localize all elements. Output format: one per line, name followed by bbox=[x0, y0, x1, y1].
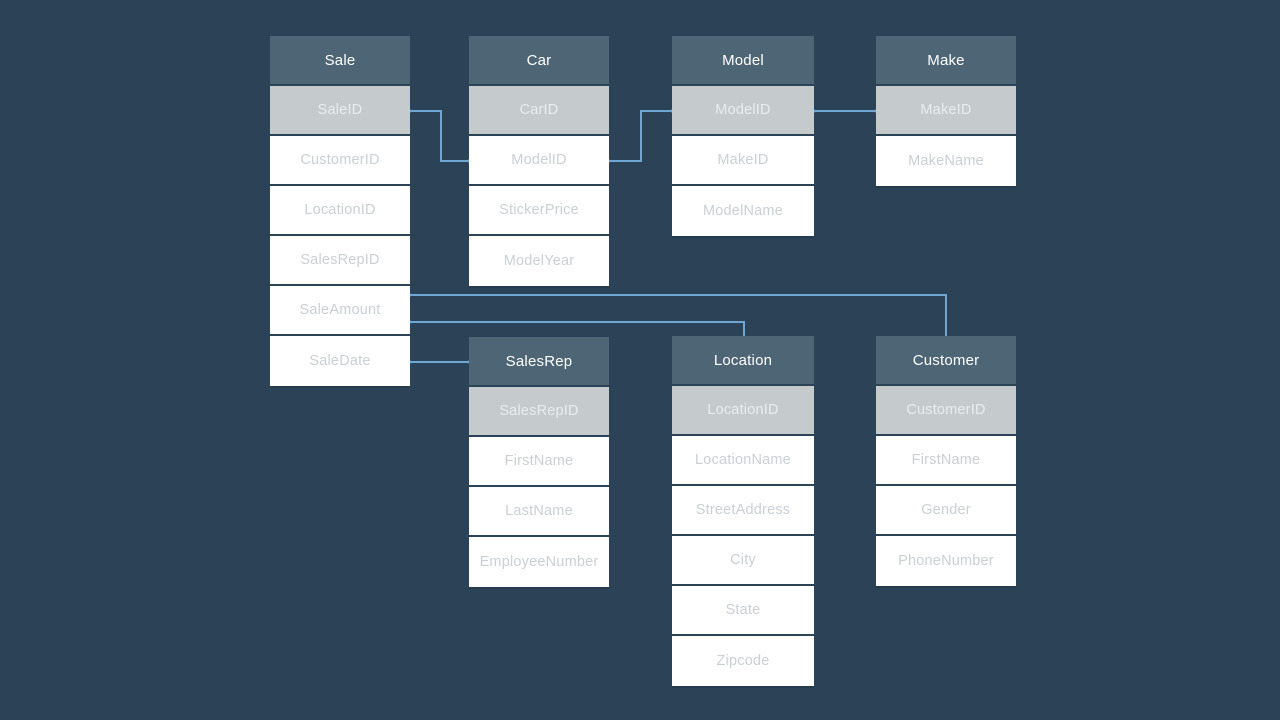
field-row-city[interactable]: City bbox=[672, 536, 814, 586]
primary-key-row-locationid[interactable]: LocationID bbox=[672, 386, 814, 436]
field-row-locationid[interactable]: LocationID bbox=[270, 186, 410, 236]
field-row-firstname[interactable]: FirstName bbox=[876, 436, 1016, 486]
connector-car-model-seg3 bbox=[640, 110, 674, 112]
connector-car-model-seg2 bbox=[640, 110, 642, 162]
field-row-saleamount[interactable]: SaleAmount bbox=[270, 286, 410, 336]
primary-key-row-salesrepid[interactable]: SalesRepID bbox=[469, 387, 609, 437]
field-row-stickerprice[interactable]: StickerPrice bbox=[469, 186, 609, 236]
field-row-makeid[interactable]: MakeID bbox=[672, 136, 814, 186]
connector-sale-customer-seg2 bbox=[945, 294, 947, 346]
primary-key-row-saleid[interactable]: SaleID bbox=[270, 86, 410, 136]
connector-sale-car-seg3 bbox=[440, 160, 471, 162]
field-row-salesrepid[interactable]: SalesRepID bbox=[270, 236, 410, 286]
primary-key-row-customerid[interactable]: CustomerID bbox=[876, 386, 1016, 436]
field-row-state[interactable]: State bbox=[672, 586, 814, 636]
entity-title-car: Car bbox=[469, 36, 609, 86]
field-row-modelyear[interactable]: ModelYear bbox=[469, 236, 609, 286]
connector-sale-location-seg1 bbox=[409, 321, 745, 323]
field-row-employeenumber[interactable]: EmployeeNumber bbox=[469, 537, 609, 587]
field-row-gender[interactable]: Gender bbox=[876, 486, 1016, 536]
field-row-firstname[interactable]: FirstName bbox=[469, 437, 609, 487]
primary-key-row-modelid[interactable]: ModelID bbox=[672, 86, 814, 136]
entity-title-salesrep: SalesRep bbox=[469, 337, 609, 387]
field-row-locationname[interactable]: LocationName bbox=[672, 436, 814, 486]
field-row-phonenumber[interactable]: PhoneNumber bbox=[876, 536, 1016, 586]
field-row-lastname[interactable]: LastName bbox=[469, 487, 609, 537]
entity-title-model: Model bbox=[672, 36, 814, 86]
field-row-customerid[interactable]: CustomerID bbox=[270, 136, 410, 186]
entity-title-customer: Customer bbox=[876, 336, 1016, 386]
field-row-streetaddress[interactable]: StreetAddress bbox=[672, 486, 814, 536]
field-row-modelid[interactable]: ModelID bbox=[469, 136, 609, 186]
connector-sale-car-seg1 bbox=[409, 110, 442, 112]
connector-sale-salesrep bbox=[409, 361, 471, 363]
primary-key-row-carid[interactable]: CarID bbox=[469, 86, 609, 136]
primary-key-row-makeid[interactable]: MakeID bbox=[876, 86, 1016, 136]
connector-model-make bbox=[813, 110, 878, 112]
connector-sale-car-seg2 bbox=[440, 110, 442, 162]
connector-sale-customer-seg1 bbox=[409, 294, 947, 296]
entity-title-location: Location bbox=[672, 336, 814, 386]
connector-car-model-seg1 bbox=[608, 160, 642, 162]
entity-title-make: Make bbox=[876, 36, 1016, 86]
entity-title-sale: Sale bbox=[270, 36, 410, 86]
field-row-zipcode[interactable]: Zipcode bbox=[672, 636, 814, 686]
field-row-makename[interactable]: MakeName bbox=[876, 136, 1016, 186]
field-row-modelname[interactable]: ModelName bbox=[672, 186, 814, 236]
field-row-saledate[interactable]: SaleDate bbox=[270, 336, 410, 386]
